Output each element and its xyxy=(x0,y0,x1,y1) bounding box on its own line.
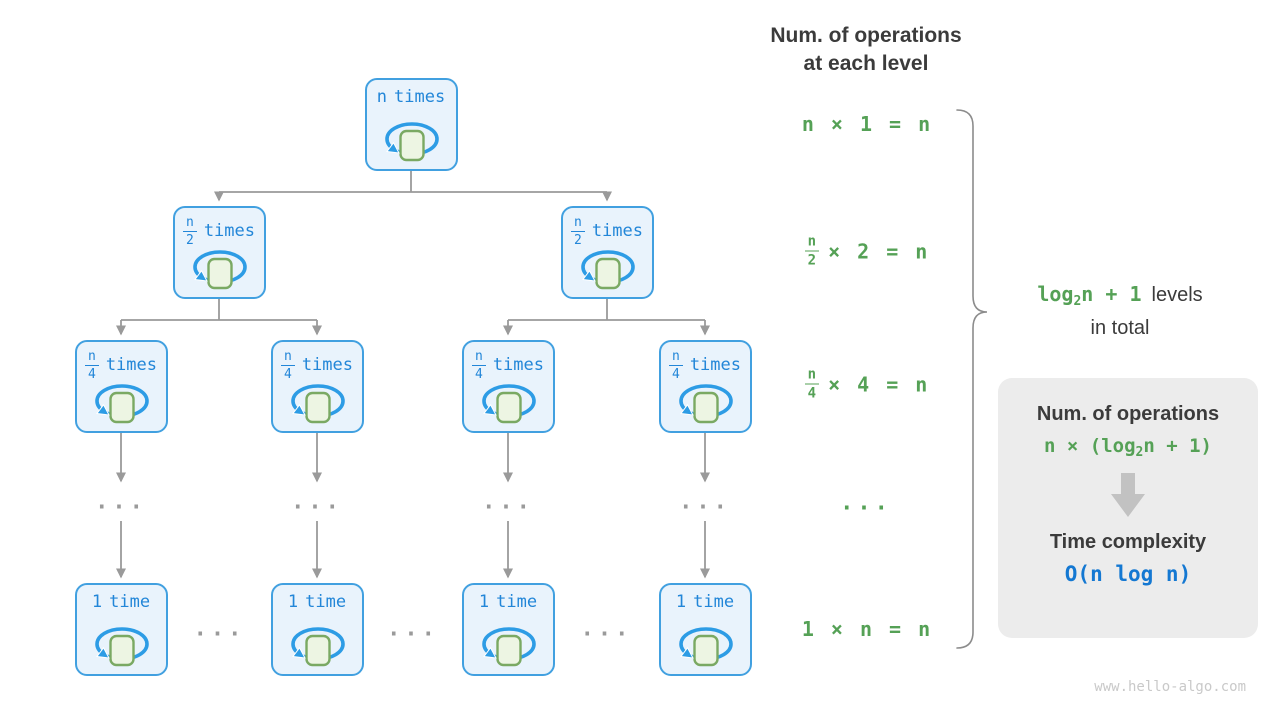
node-label: n 2 times xyxy=(182,216,255,247)
node-count: n xyxy=(376,87,388,107)
fraction: n 2 xyxy=(182,216,197,247)
ops-row-level3: n 4 × 4 = n xyxy=(766,368,966,401)
loop-icon xyxy=(95,384,149,424)
node-label: 1 time xyxy=(92,593,150,612)
node-suffix: times xyxy=(301,355,353,376)
loop-icon xyxy=(193,250,247,290)
dots-to-level4-connectors xyxy=(116,521,710,579)
loop-icon xyxy=(581,250,635,290)
ops-row-level-last: 1 × n = n xyxy=(801,617,931,641)
node-label: n 4 times xyxy=(668,350,741,381)
panel-complexity-title: Time complexity xyxy=(1049,531,1207,553)
loop-icon xyxy=(95,627,149,667)
ops-header-line1: Num. of operations xyxy=(770,24,962,47)
tree-node: n 2 times xyxy=(172,206,266,299)
panel-title: Num. of operations xyxy=(1036,403,1220,425)
tree-node: n 4 times xyxy=(461,340,555,433)
vertical-ellipsis: ... xyxy=(482,489,534,515)
fraction: n 2 xyxy=(570,216,585,247)
tree-node-leaf: 1 time xyxy=(461,583,555,676)
node-suffix: times xyxy=(394,87,446,107)
tree-node: n 4 times xyxy=(658,340,752,433)
node-label: 1 time xyxy=(479,593,537,612)
vertical-ellipsis: ... xyxy=(679,489,731,515)
loop-icon xyxy=(482,627,536,667)
node-suffix: time xyxy=(305,592,347,612)
tree-node: n 4 times xyxy=(270,340,364,433)
node-label: n 2 times xyxy=(570,216,643,247)
ops-row-level1: n × 1 = n xyxy=(801,112,931,136)
level2-to-level3-connectors xyxy=(116,299,710,336)
ops-column-header: Num. of operations at each level xyxy=(746,22,986,78)
brace xyxy=(956,109,988,649)
fraction: n 4 xyxy=(668,350,683,381)
node-count: 1 xyxy=(287,592,299,612)
ops-ellipsis: ... xyxy=(840,490,892,516)
down-arrow-icon xyxy=(1111,473,1145,517)
node-suffix: times xyxy=(105,355,157,376)
node-suffix: times xyxy=(203,221,255,242)
node-suffix: times xyxy=(492,355,544,376)
node-label: 1 time xyxy=(288,593,346,612)
fraction: n 4 xyxy=(280,350,295,381)
summary-panel: Num. of operations n × (log2n + 1) Time … xyxy=(998,378,1258,638)
fraction: n 4 xyxy=(804,368,820,401)
node-count: 1 xyxy=(478,592,490,612)
tree-node-leaf: 1 time xyxy=(658,583,752,676)
loop-icon xyxy=(679,384,733,424)
tree-node-leaf: 1 time xyxy=(74,583,168,676)
node-label: n 4 times xyxy=(84,350,157,381)
tree-node: n 2 times xyxy=(560,206,654,299)
node-suffix: time xyxy=(693,592,735,612)
horizontal-ellipsis: ... xyxy=(387,616,439,642)
node-suffix: times xyxy=(689,355,741,376)
node-suffix: time xyxy=(496,592,538,612)
tree-node-leaf: 1 time xyxy=(270,583,364,676)
watermark: www.hello-algo.com xyxy=(1094,679,1246,695)
panel-formula: n × (log2n + 1) xyxy=(1044,435,1212,460)
level1-to-level2-connectors xyxy=(214,171,612,202)
ops-row-level2: n 2 × 2 = n xyxy=(766,235,966,268)
loop-icon xyxy=(385,122,439,162)
ops-header-line2: at each level xyxy=(803,52,929,75)
node-label: n 4 times xyxy=(280,350,353,381)
node-label: n times xyxy=(377,88,445,107)
vertical-ellipsis: ... xyxy=(95,489,147,515)
levels-note-line2: in total xyxy=(1090,317,1150,339)
loop-icon xyxy=(291,627,345,667)
panel-complexity-value: O(n log n) xyxy=(1064,562,1192,586)
fraction: n 4 xyxy=(84,350,99,381)
levels-formula: log2n + 1 xyxy=(1037,282,1142,309)
tree-node-root: n times xyxy=(364,78,458,171)
vertical-ellipsis: ... xyxy=(291,489,343,515)
tree-node: n 4 times xyxy=(74,340,168,433)
level3-to-dots-connectors xyxy=(116,433,710,483)
loop-icon xyxy=(482,384,536,424)
node-label: 1 time xyxy=(676,593,734,612)
horizontal-ellipsis: ... xyxy=(193,616,246,642)
node-count: 1 xyxy=(675,592,687,612)
node-suffix: times xyxy=(591,221,643,242)
fraction: n 4 xyxy=(471,350,486,381)
node-label: n 4 times xyxy=(471,350,544,381)
node-suffix: time xyxy=(109,592,151,612)
loop-icon xyxy=(679,627,733,667)
loop-icon xyxy=(291,384,345,424)
horizontal-ellipsis: ... xyxy=(580,616,633,642)
fraction: n 2 xyxy=(804,235,820,268)
node-count: 1 xyxy=(91,592,103,612)
